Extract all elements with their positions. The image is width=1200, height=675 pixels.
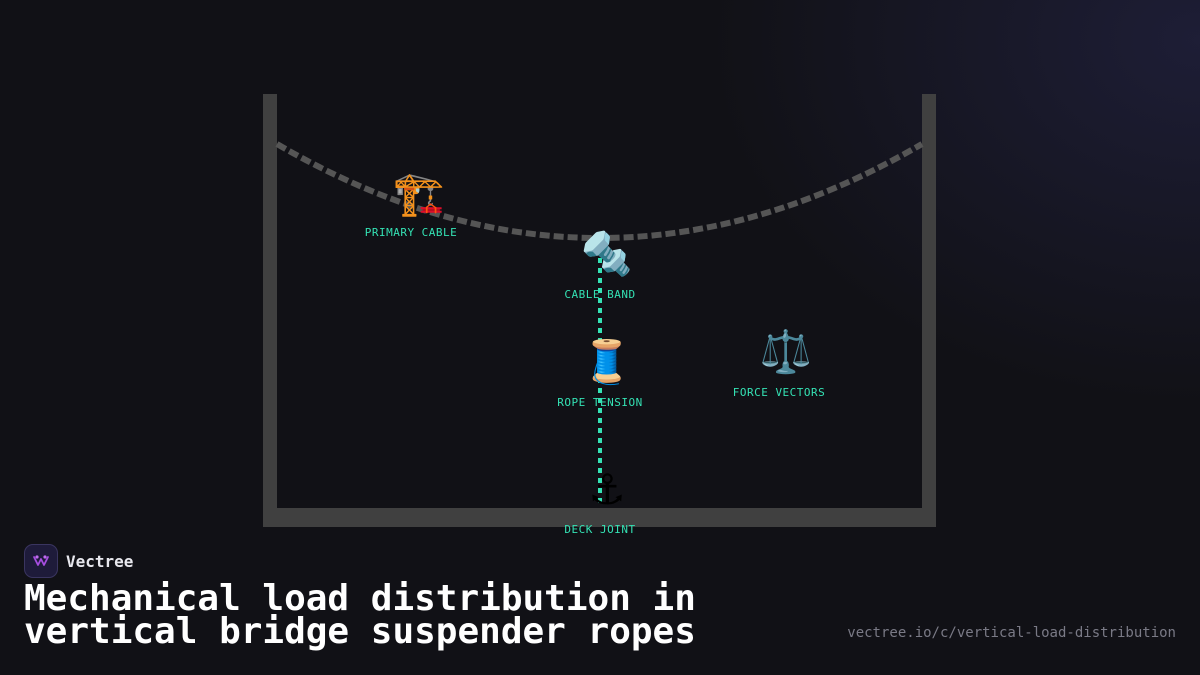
main-cable <box>275 141 924 241</box>
brand: Vectree <box>24 544 133 578</box>
node-label-deck-joint: DECK JOINT <box>564 523 636 536</box>
nut-bolt-icon: 🔩 <box>580 229 634 278</box>
crane-icon: 🏗️ <box>392 169 446 218</box>
source-url: vectree.io/c/vertical-load-distribution <box>847 625 1176 641</box>
left-tower <box>263 94 277 527</box>
vectree-logo-icon <box>24 544 58 578</box>
page-title: Mechanical load distribution in vertical… <box>24 578 696 652</box>
balance-scale-icon: ⚖️ <box>759 327 813 376</box>
bridge-deck <box>277 508 922 527</box>
node-label-cable-band: CABLE BAND <box>564 288 636 301</box>
node-label-rope-tension: ROPE TENSION <box>557 396 643 409</box>
thread-spool-icon: 🧵 <box>580 337 634 386</box>
brand-name: Vectree <box>66 551 134 571</box>
node-label-primary-cable: PRIMARY CABLE <box>364 226 458 239</box>
anchor-icon: ⚓ <box>588 465 626 514</box>
right-tower <box>922 94 936 527</box>
node-label-force-vectors: FORCE VECTORS <box>732 386 826 399</box>
